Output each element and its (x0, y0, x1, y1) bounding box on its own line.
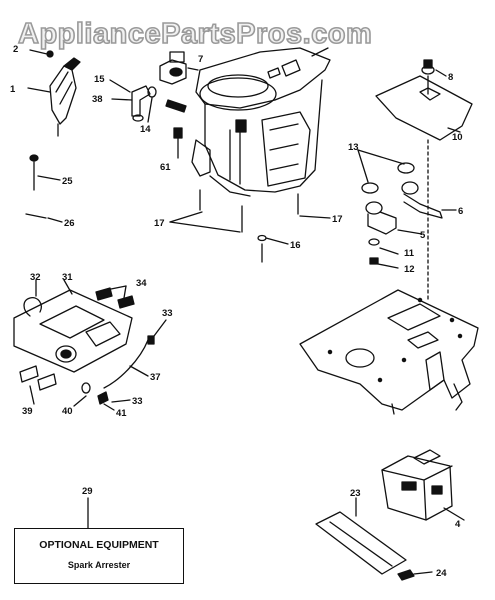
callout-11: 11 (404, 248, 415, 259)
optional-equipment-title: OPTIONAL EQUIPMENT (39, 539, 159, 551)
callout-32: 32 (30, 272, 41, 283)
callout-1: 1 (10, 84, 16, 95)
callout-24: 24 (436, 568, 447, 579)
callout-26: 26 (64, 218, 75, 229)
spark-arrester-part[interactable] (315, 497, 433, 581)
callout-40: 40 (62, 406, 73, 417)
engine-part[interactable] (191, 47, 331, 197)
mounting-bolts-part[interactable] (169, 189, 331, 263)
callout-8: 8 (448, 72, 453, 83)
heat-shield-part[interactable] (375, 59, 473, 301)
callout-23: 23 (350, 488, 361, 499)
callout-14: 14 (140, 124, 151, 135)
pin-part[interactable] (25, 213, 63, 223)
callout-12: 12 (404, 264, 415, 275)
callout-5: 5 (420, 230, 426, 241)
watermark-logo: AppliancePartsPros.com (17, 17, 373, 51)
callout-13: 13 (348, 142, 359, 153)
optional-equipment-box: OPTIONAL EQUIPMENT Spark Arrester (14, 528, 184, 584)
callout-29: 29 (82, 486, 93, 497)
callout-31: 31 (62, 272, 73, 283)
callout-7: 7 (198, 54, 203, 65)
callout-39: 39 (22, 406, 33, 417)
callout-38: 38 (92, 94, 103, 105)
callout-17-right: 17 (332, 214, 343, 225)
callout-41: 41 (116, 408, 127, 419)
callout-17-left: 17 (154, 218, 165, 229)
dipstick-part[interactable] (29, 154, 61, 191)
plug-part[interactable] (173, 127, 183, 159)
callout-61: 61 (160, 162, 171, 173)
fuel-fitting-part[interactable] (109, 79, 187, 123)
engine-mount-plate-part[interactable] (299, 289, 479, 415)
fuel-pump-part[interactable] (159, 51, 199, 85)
optional-equipment-subtitle: Spark Arrester (67, 560, 131, 570)
callout-37: 37 (150, 372, 161, 383)
throttle-control-part[interactable] (27, 49, 81, 137)
callout-10: 10 (452, 132, 463, 143)
callout-15: 15 (94, 74, 105, 85)
callout-labels: 1 2 4 5 6 7 8 10 11 12 13 14 15 16 17 17… (10, 44, 463, 579)
exhaust-pipe-part[interactable] (357, 149, 457, 269)
callout-16: 16 (290, 240, 301, 251)
callout-4: 4 (455, 519, 461, 530)
ignition-module-part[interactable] (13, 279, 167, 411)
callout-33-bottom: 33 (132, 396, 143, 407)
callout-25: 25 (62, 176, 73, 187)
callout-34: 34 (136, 278, 147, 289)
callout-33-top: 33 (162, 308, 173, 319)
callout-6: 6 (458, 206, 463, 217)
muffler-part[interactable] (381, 449, 465, 521)
callout-2: 2 (13, 44, 18, 55)
